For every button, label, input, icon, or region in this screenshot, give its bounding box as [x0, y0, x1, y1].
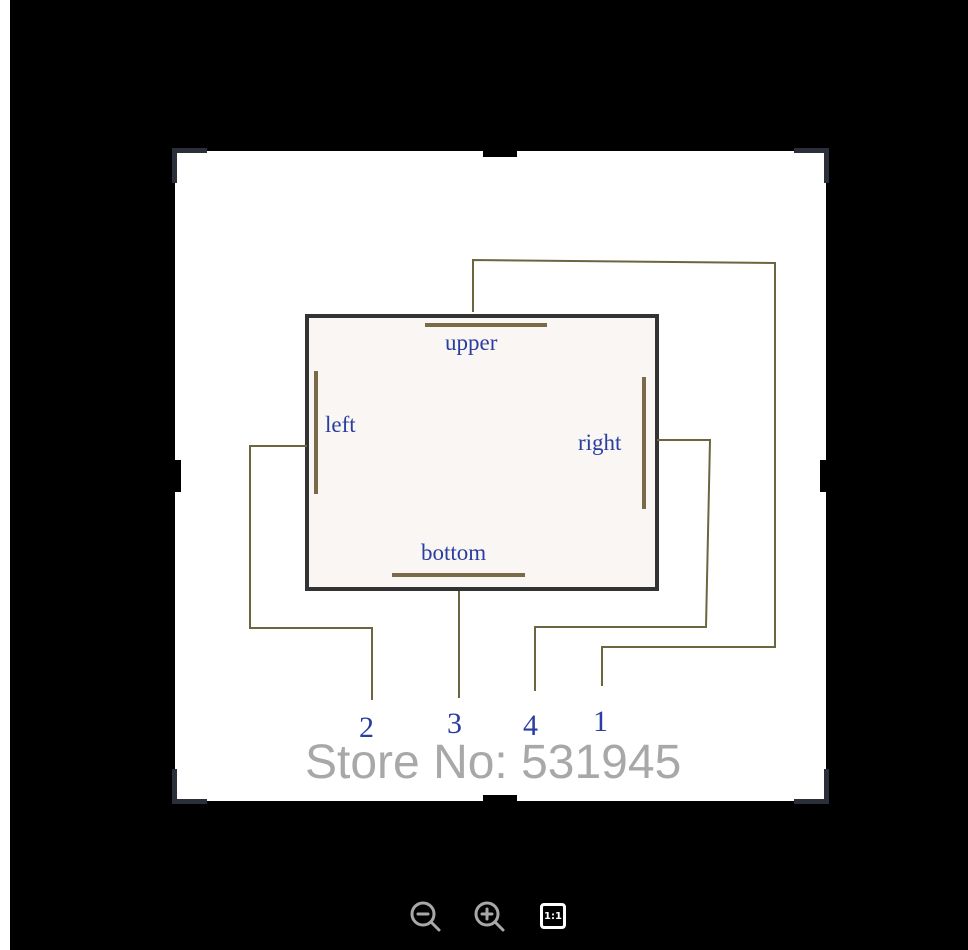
sensor-box — [305, 314, 659, 591]
zoom-out-icon — [410, 901, 441, 932]
pin-label: 3 — [447, 707, 462, 740]
label-bottom: bottom — [421, 540, 486, 565]
pin-label: 1 — [593, 705, 608, 738]
pin-label: 4 — [523, 709, 538, 742]
wire-left-pin-2 — [249, 445, 373, 700]
one-to-one-icon: 1:1 — [540, 903, 566, 929]
label-right: right — [578, 430, 622, 455]
crop-handle-bottom[interactable] — [483, 795, 517, 801]
crop-handle-left[interactable] — [175, 460, 181, 492]
crop-handle-top-right[interactable] — [794, 148, 829, 183]
crop-handle-bottom-right[interactable] — [794, 769, 829, 804]
pin-label: 2 — [359, 711, 374, 744]
actual-size-button[interactable]: 1:1 — [536, 899, 570, 933]
zoom-in-button[interactable] — [472, 899, 506, 933]
zoom-in-icon — [474, 901, 505, 932]
wire-right-pin-4 — [534, 439, 712, 691]
wiring-diagram: upper left right bottom 2 3 4 1 Store No… — [249, 258, 776, 789]
image-frame: upper left right bottom 2 3 4 1 Store No… — [172, 148, 829, 804]
crop-handle-bottom-left[interactable] — [172, 769, 207, 804]
crop-handle-top[interactable] — [483, 151, 517, 157]
image-viewer: upper left right bottom 2 3 4 1 Store No… — [10, 0, 968, 950]
viewer-toolbar: 1:1 — [10, 890, 968, 942]
label-left: left — [325, 412, 356, 437]
crop-handle-right[interactable] — [820, 460, 826, 492]
crop-handle-top-left[interactable] — [172, 148, 207, 183]
zoom-out-button[interactable] — [408, 899, 442, 933]
label-upper: upper — [445, 330, 498, 355]
wire-upper-pin-1 — [472, 258, 776, 686]
watermark-text: Store No: 531945 — [305, 736, 681, 789]
